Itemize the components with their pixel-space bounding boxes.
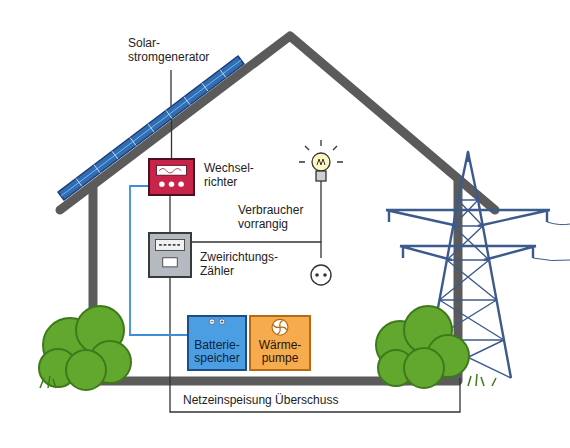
meter-digits (159, 244, 180, 246)
terminal-plus (219, 319, 225, 325)
bush-left (39, 306, 131, 390)
minus-sign (210, 321, 213, 322)
power-wire (171, 119, 172, 158)
pylon-arm (400, 246, 536, 260)
node-label: Zweirichtungs- Zähler (200, 250, 278, 278)
house-roof (60, 36, 495, 210)
pylon-arm (386, 210, 550, 226)
leader-line (170, 70, 171, 106)
drawing-part (94, 165, 100, 173)
lamp-rays (299, 140, 343, 162)
node-label: Wechsel- richter (204, 161, 254, 189)
battery-terminals (189, 317, 245, 339)
meter-plate (163, 258, 178, 267)
drawing-part (112, 151, 118, 159)
node-label: Batterie- speicher (194, 339, 239, 365)
meter-display (155, 239, 184, 250)
fan-ring (272, 319, 288, 335)
power-wire (169, 196, 170, 232)
node-label: Verbraucher vorrangig (238, 203, 303, 231)
pylon-lattice (447, 226, 489, 260)
terminal-minus (209, 319, 215, 325)
plus-sign (221, 320, 224, 323)
grid-feed-wire (170, 278, 460, 412)
fan-blades (273, 321, 286, 334)
power-pylon (386, 152, 570, 378)
meter-box: Zweirichtungs- Zähler (148, 232, 192, 278)
grid-feed-label: Netzeinspeisung Überschuss (181, 393, 340, 407)
heat-pump-box: Wärme- pumpe (249, 315, 311, 371)
node-label: Wärme- pumpe (259, 339, 302, 365)
socket-hole (323, 273, 327, 277)
consumer-socket: Verbraucher vorrangig (304, 258, 338, 292)
inverter-symbol (150, 160, 193, 194)
pylon-insulators (389, 152, 547, 258)
power-cable (533, 222, 570, 261)
drawing-part (148, 124, 154, 132)
drawing-part (202, 83, 208, 91)
house-fill (93, 36, 458, 381)
pylon-legs (425, 152, 511, 378)
pylon-lattice (453, 200, 483, 226)
inverter-knob (159, 181, 164, 186)
inverter-wave (159, 169, 181, 173)
grass (40, 374, 496, 388)
socket-symbol (304, 258, 338, 292)
meter-symbol (150, 234, 190, 276)
drawing-part (130, 138, 136, 146)
fan-symbol (251, 317, 309, 339)
inverter-box: Wechsel- richter (148, 158, 195, 196)
lamp-filament (317, 159, 325, 165)
pylon-lattice (439, 260, 496, 300)
lamp-wire (320, 181, 321, 242)
inverter-knob (178, 181, 183, 186)
bush-right (376, 306, 469, 388)
bush-part (404, 348, 444, 388)
battery-box: Batterie- speicher (187, 315, 247, 371)
drawing-part (220, 70, 226, 78)
inverter-display (156, 165, 186, 175)
lamp-symbol (299, 140, 343, 181)
drawing-part (166, 110, 172, 118)
bush-part (66, 350, 106, 390)
socket-hole (315, 273, 319, 277)
drawing-part (184, 97, 190, 105)
node-label: Solar- stromgenerator (128, 36, 209, 64)
drawing-part (76, 178, 82, 186)
lamp-bulb (312, 153, 330, 171)
lamp-base (316, 171, 326, 181)
socket-ring (311, 265, 331, 285)
inverter-knob (169, 181, 174, 186)
